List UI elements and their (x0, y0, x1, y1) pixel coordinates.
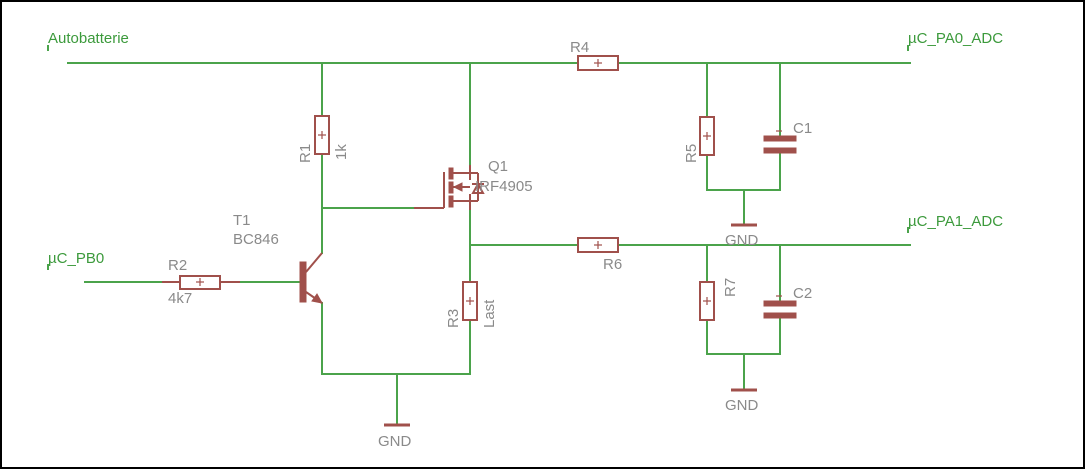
net-label-uc-pb0: µC_PB0 (48, 250, 104, 267)
label-r4-name: R4 (570, 39, 589, 56)
capacitor-c1 (763, 130, 797, 154)
net-label-autobatterie: Autobatterie (48, 30, 129, 47)
label-q1-name: Q1 (488, 158, 508, 175)
label-r7-name: R7 (722, 278, 739, 297)
resistor-r5 (699, 116, 715, 156)
label-c2-name: C2 (793, 285, 812, 302)
resistor-r3 (462, 281, 478, 321)
resistor-r7 (699, 281, 715, 321)
label-r5-name: R5 (683, 144, 700, 163)
label-r1-name: R1 (297, 144, 314, 163)
label-t1-name: T1 (233, 212, 251, 229)
label-r2-value: 4k7 (168, 290, 192, 307)
resistor-r4 (577, 55, 619, 71)
label-q1-value: IRF4905 (475, 178, 533, 195)
label-gnd-3: GND (725, 397, 759, 414)
capacitor-c2 (763, 295, 797, 319)
wires (67, 62, 911, 426)
label-r3-name: R3 (445, 309, 462, 328)
transistor-t1 (299, 252, 323, 304)
label-t1-value: BC846 (233, 231, 279, 248)
label-r6-name: R6 (603, 256, 622, 273)
resistor-r6 (577, 237, 619, 253)
net-label-uc-pa0-adc: µC_PA0_ADC (908, 30, 1003, 47)
net-label-uc-pa1-adc: µC_PA1_ADC (908, 213, 1003, 230)
label-gnd-1: GND (378, 433, 412, 450)
resistor-r2 (162, 275, 240, 290)
label-gnd-2: GND (725, 232, 759, 249)
label-r2-name: R2 (168, 257, 187, 274)
label-r3-value: Last (481, 299, 498, 328)
label-r1-value: 1k (333, 144, 350, 160)
label-c1-name: C1 (793, 120, 812, 137)
mosfet-q1 (414, 165, 485, 210)
resistor-r1 (314, 115, 330, 155)
